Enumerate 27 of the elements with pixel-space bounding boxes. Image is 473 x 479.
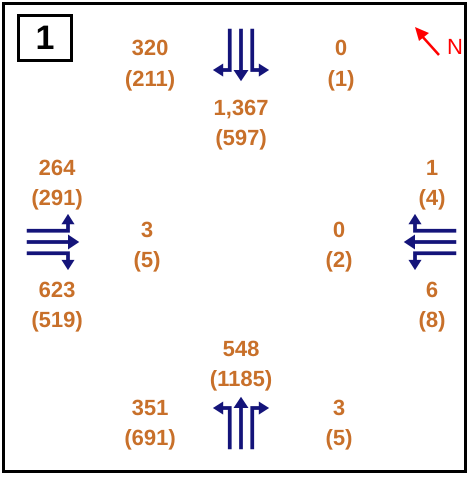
traffic-count: (2) [326, 247, 352, 273]
traffic-count: (8) [418, 307, 446, 333]
traffic-count: (1185) [210, 366, 272, 392]
traffic-count: (291) [31, 185, 83, 211]
diagram-number: 1 [36, 18, 54, 58]
traffic-count: (5) [326, 425, 352, 451]
traffic-count: 0 [334, 35, 348, 61]
traffic-count: (211) [124, 66, 176, 92]
traffic-count: (5) [134, 247, 160, 273]
traffic-count: 351 [132, 395, 168, 421]
traffic-count: 6 [426, 277, 438, 303]
traffic-count: 623 [38, 277, 76, 303]
traffic-count: (1) [328, 66, 354, 92]
traffic-count: (4) [418, 185, 446, 211]
traffic-count: 320 [132, 35, 168, 61]
traffic-count: 1,367 [213, 95, 269, 121]
traffic-count: 548 [222, 336, 260, 362]
traffic-count: 1 [426, 155, 438, 181]
traffic-count: 0 [332, 217, 346, 243]
traffic-count: (691) [124, 425, 176, 451]
traffic-count: 3 [332, 395, 346, 421]
traffic-count: (597) [215, 125, 267, 151]
north-label: N [447, 34, 463, 60]
traffic-count: 3 [140, 217, 154, 243]
traffic-count: 264 [38, 155, 76, 181]
number-box [17, 14, 73, 62]
traffic-count: (519) [31, 307, 83, 333]
